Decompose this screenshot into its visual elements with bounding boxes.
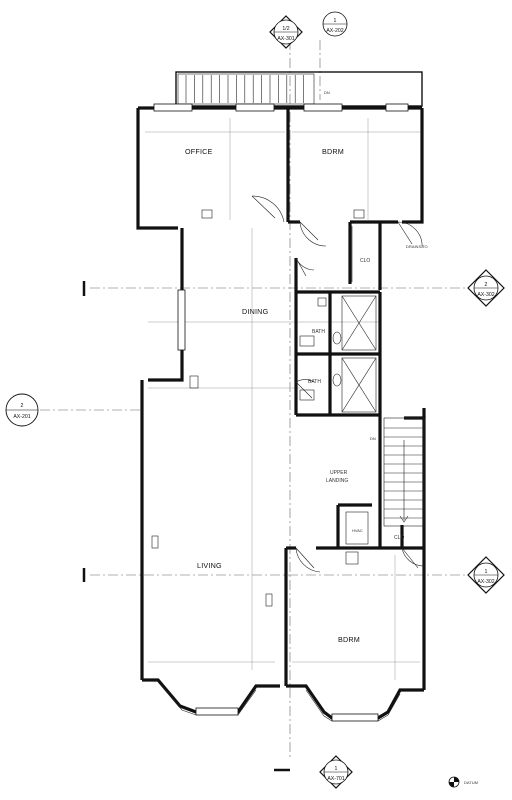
symbols	[151, 209, 369, 607]
room-label-upper: UPPER	[330, 470, 348, 476]
room-label-landing: LANDING	[326, 478, 348, 484]
room-label-clo-upper: CLO	[360, 258, 370, 264]
section-marker-top-right: 1 AX-202	[322, 11, 348, 37]
section-marker-right-lower: 1 AX-302	[467, 556, 505, 594]
section-marker-bottom: 1 AX-701	[319, 755, 353, 789]
note-ducting: DRAINS TO	[406, 244, 428, 249]
grid-lines	[40, 40, 470, 760]
datum-icon	[448, 776, 460, 788]
note-hvac: HVAC	[352, 528, 363, 533]
section-marker-top-left: 1/2 AX-301	[269, 15, 303, 49]
marker-number: 2	[485, 282, 488, 288]
marker-sheet: AX-202	[326, 28, 343, 34]
section-marker-left: 2 AX-201	[5, 393, 39, 427]
room-label-bdrm-front: BDRM	[338, 635, 360, 644]
room-label-office: OFFICE	[185, 147, 213, 156]
stair	[383, 417, 425, 527]
marker-sheet: AX-301	[277, 36, 294, 42]
note-datum: DATUM	[464, 780, 478, 785]
note-dn-deck: DN	[324, 90, 330, 95]
note-dn-stair: DN	[370, 436, 376, 441]
marker-sheet: AX-701	[327, 776, 344, 782]
bath-fixtures	[299, 226, 377, 413]
marker-sheet: AX-302	[477, 579, 494, 585]
marker-number: 2	[21, 403, 24, 409]
room-label-dining: DINING	[242, 307, 269, 316]
room-label-living: LIVING	[197, 561, 222, 570]
doors	[251, 195, 425, 573]
marker-number: 1	[334, 18, 337, 24]
marker-number: 1	[335, 766, 338, 772]
section-marker-right-upper: 2 AX-302	[467, 269, 505, 307]
interior-walls	[284, 108, 424, 686]
window-openings	[153, 103, 409, 722]
room-label-bath-lower: BATH	[308, 379, 321, 385]
marker-sheet: AX-201	[13, 414, 30, 420]
rear-deck	[175, 71, 423, 107]
marker-sheet: AX-302	[477, 292, 494, 298]
room-label-bath-upper: BATH	[312, 329, 325, 335]
room-label-bdrm-rear: BDRM	[322, 147, 344, 156]
dimension-lines	[145, 118, 420, 680]
marker-number: 1/2	[282, 26, 289, 32]
marker-number: 1	[485, 569, 488, 575]
room-label-clo-lower: CLO	[394, 535, 404, 541]
